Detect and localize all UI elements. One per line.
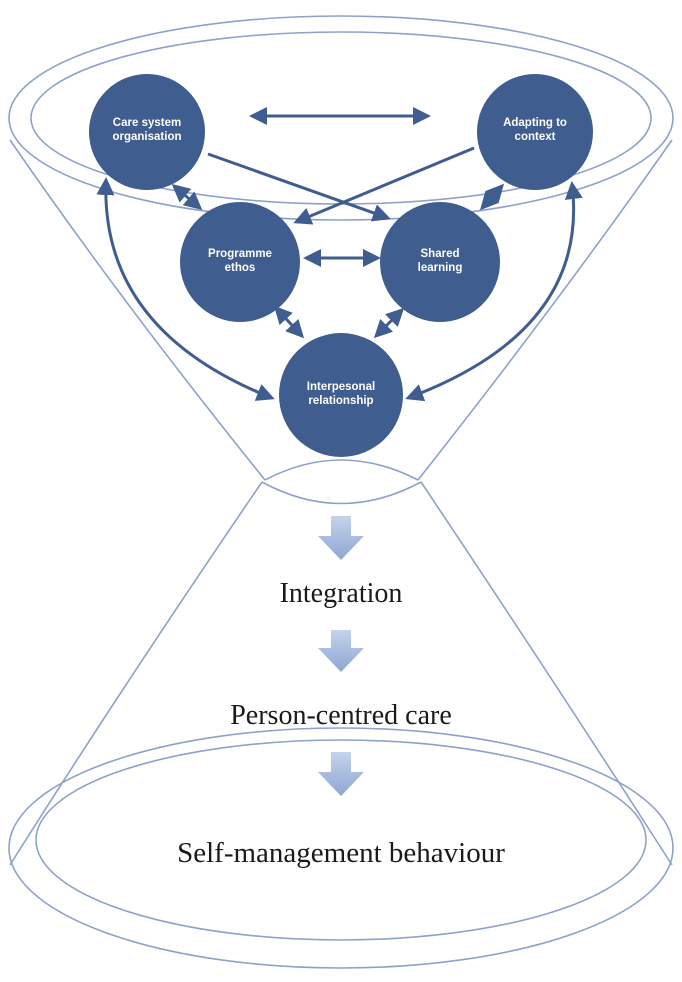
connector-shared-interpersonal xyxy=(373,307,405,339)
neck-top-arc xyxy=(264,459,419,481)
connectors xyxy=(96,107,583,402)
stage-person-centred-care: Person-centred care xyxy=(230,700,452,731)
node-care-system-label-line1: Care system xyxy=(113,117,181,129)
node-shared-learning: Shared learning xyxy=(380,202,500,322)
connector-adapting-programme xyxy=(293,146,475,225)
connector-programme-interpersonal xyxy=(273,305,305,339)
node-care-system-label-line2: organisation xyxy=(112,131,181,143)
cone-left-side xyxy=(9,481,263,866)
node-adapting-to-context: Adapting to context xyxy=(477,74,593,190)
stage-self-management-behaviour: Self-management behaviour xyxy=(177,837,505,869)
connector-care-interpersonal-curve xyxy=(96,177,275,401)
node-interpersonal-relationship: Interpesonal relationship xyxy=(279,333,403,457)
node-programme-label-line2: ethos xyxy=(225,262,256,274)
node-programme-ethos: Programme ethos xyxy=(180,202,300,322)
node-interpersonal-label-line2: relationship xyxy=(308,395,373,407)
node-shared-label-line1: Shared xyxy=(421,248,460,260)
down-arrow-2 xyxy=(318,630,364,672)
stage-integration: Integration xyxy=(280,578,403,609)
down-arrow-1 xyxy=(318,516,364,560)
node-adapting-label-line2: context xyxy=(515,131,556,143)
down-arrow-3 xyxy=(318,752,364,796)
connector-adapting-shared xyxy=(479,183,505,211)
node-shared-label-line2: learning xyxy=(418,262,463,274)
connector-care-shared xyxy=(207,152,391,222)
node-care-system-organisation: Care system organisation xyxy=(89,74,205,190)
neck-bottom-arc xyxy=(261,481,422,505)
base-inner-ellipse xyxy=(35,739,647,941)
node-programme-label-line1: Programme xyxy=(208,248,272,260)
connector-care-programme xyxy=(171,184,203,210)
down-arrows xyxy=(318,516,364,796)
base-outer-ellipse xyxy=(8,727,674,969)
cone-right-side xyxy=(420,481,673,866)
top-outer-ellipse xyxy=(8,15,674,221)
node-adapting-label-line1: Adapting to xyxy=(503,117,567,129)
connector-adapting-interpersonal-curve xyxy=(405,181,583,402)
node-interpersonal-label-line1: Interpesonal xyxy=(307,381,375,393)
